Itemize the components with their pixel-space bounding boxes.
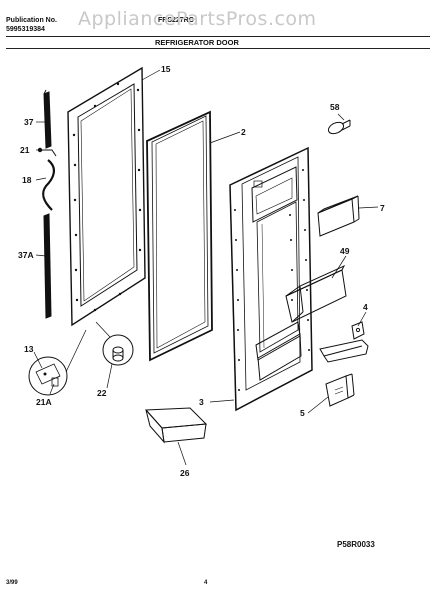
callout-21a: 21A: [36, 397, 52, 407]
callout-21: 21: [20, 145, 30, 155]
dispenser-cover-drawing: [317, 195, 360, 237]
section-title: REFRIGERATOR DOOR: [155, 38, 239, 47]
leader-37a: [35, 254, 47, 257]
header-rule-top: [6, 36, 430, 37]
watermark: AppliancePartsPros.com: [78, 8, 317, 30]
leader-3: [209, 399, 235, 403]
handle-trim-drawing: [43, 89, 52, 149]
callout-26: 26: [180, 468, 190, 478]
door-gasket-drawing: [146, 110, 213, 362]
bushing-detail-drawing: [95, 321, 134, 366]
leader-26: [177, 441, 187, 466]
callout-58: 58: [330, 102, 340, 112]
revision-date: 3/99: [6, 580, 18, 586]
diagram-code: P58R0033: [337, 540, 375, 549]
leader-15: [141, 69, 161, 81]
shelf-retainer-drawing: [319, 339, 369, 363]
shelf-bracket-drawing: [351, 321, 365, 340]
model-number: FRS227RC: [158, 17, 194, 24]
callout-18: 18: [22, 175, 32, 185]
leader-4: [357, 311, 367, 327]
leader-22: [106, 363, 113, 389]
callout-37a: 37A: [18, 250, 34, 260]
door-liner-drawing: [229, 146, 313, 412]
publication-number: 5995319384: [6, 26, 45, 33]
door-handle-drawing: [42, 159, 55, 211]
callout-2: 2: [241, 127, 246, 137]
callout-15: 15: [161, 64, 171, 74]
door-gasket-frame-drawing: [67, 66, 146, 327]
leader-13: [33, 351, 43, 369]
leader-58: [337, 113, 345, 121]
callout-37: 37: [24, 117, 34, 127]
hinge-screw-drawing: [37, 147, 57, 157]
leader-21a: [49, 383, 55, 395]
callout-4: 4: [363, 302, 368, 312]
callout-7: 7: [380, 203, 385, 213]
leader-49: [331, 255, 347, 279]
dairy-tray-drawing: [144, 407, 208, 444]
hinge-detail-drawing: [28, 329, 87, 396]
callout-22: 22: [97, 388, 107, 398]
header-rule-bottom: [6, 48, 430, 49]
callout-3: 3: [199, 397, 204, 407]
leader-5: [307, 396, 329, 414]
door-shelf-bin-drawing: [285, 264, 347, 323]
leader-7: [358, 206, 379, 209]
callout-5: 5: [300, 408, 305, 418]
page-number: 4: [204, 580, 208, 586]
leader-2: [209, 131, 241, 144]
screw-drawing: [327, 119, 351, 135]
callout-13: 13: [24, 344, 34, 354]
leader-18: [35, 177, 47, 181]
lower-trim-drawing: [43, 213, 52, 319]
end-cap-drawing: [325, 373, 355, 407]
callout-49: 49: [340, 246, 350, 256]
publication-label: Publication No.: [6, 17, 57, 24]
